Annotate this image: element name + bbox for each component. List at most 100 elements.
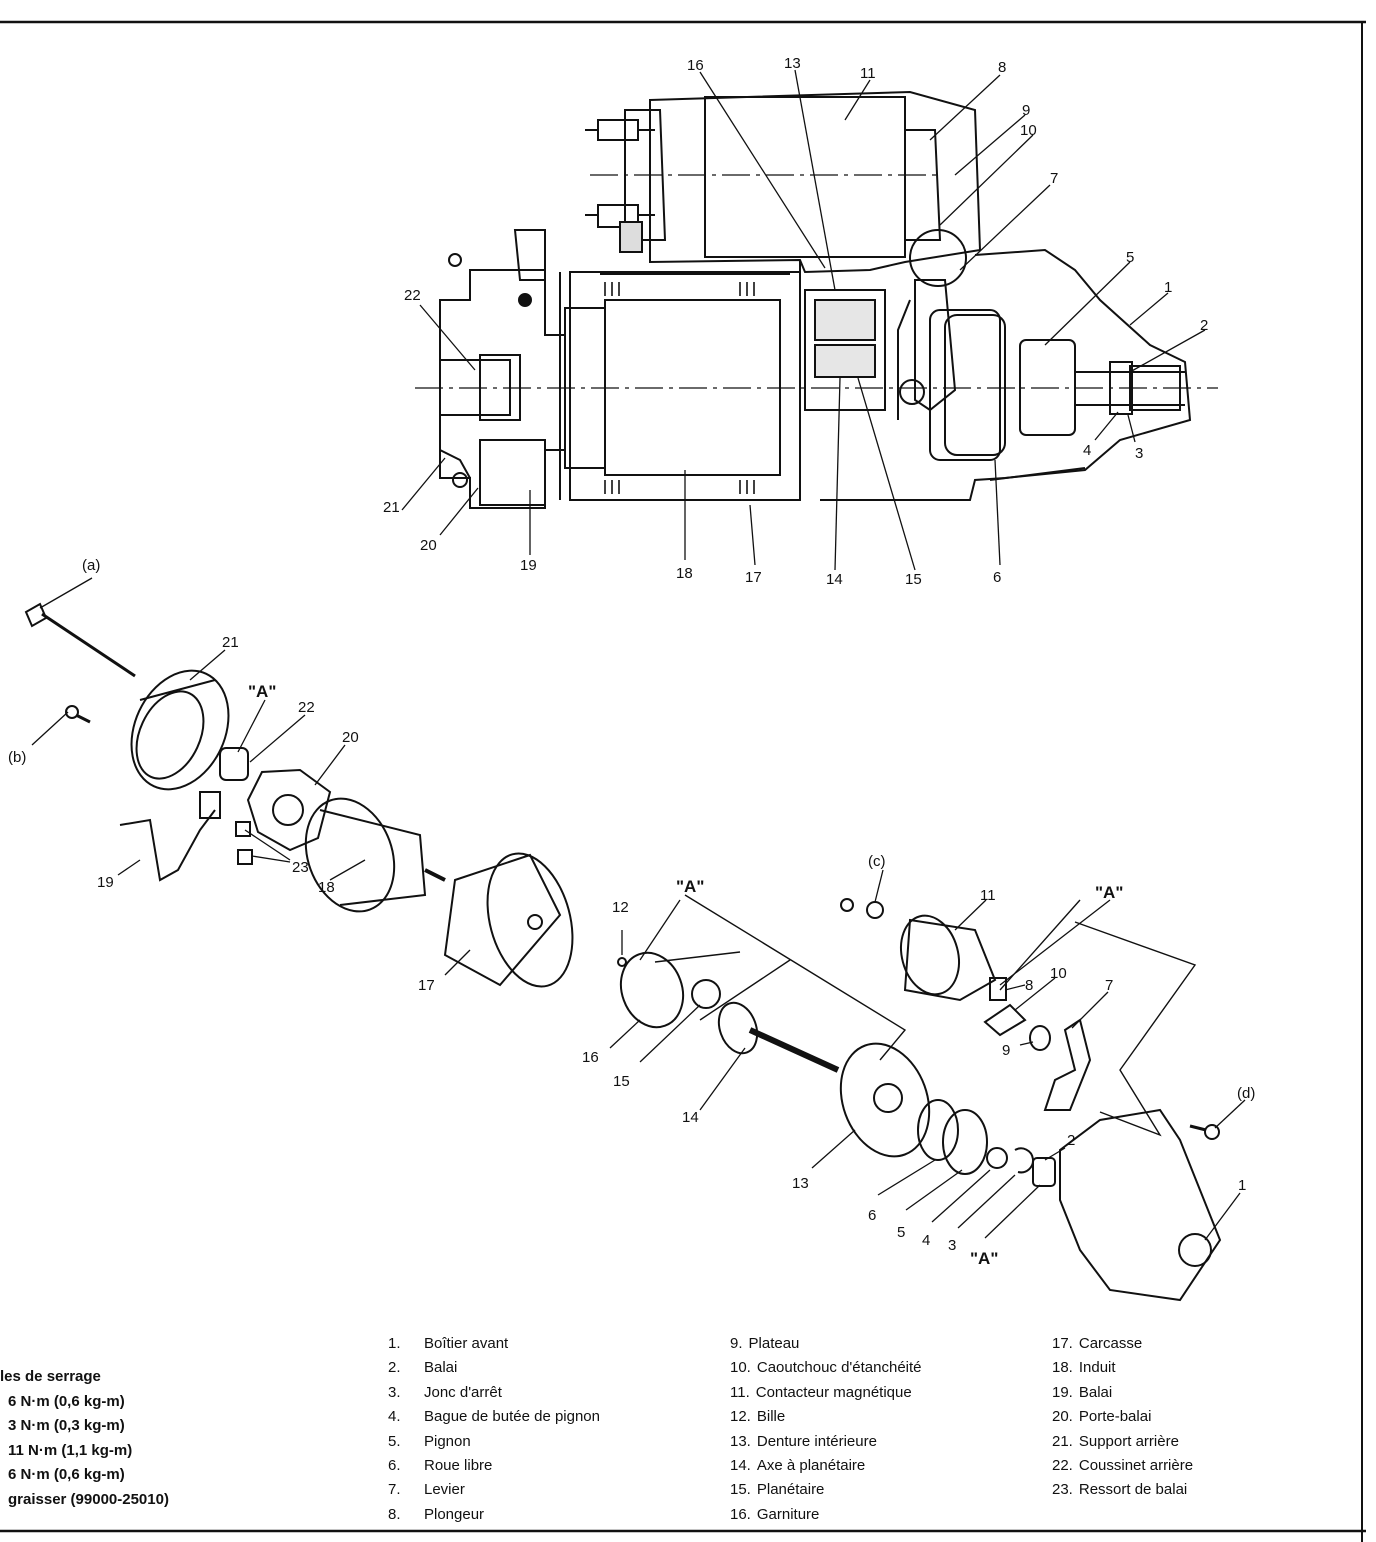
legend-item: 11.Contacteur magnétique (730, 1381, 922, 1405)
callout-section-2: 2 (1200, 317, 1208, 334)
legend-text: Balai (1078, 1383, 1113, 1401)
callout-section-1: 1 (1164, 279, 1172, 296)
legend-item: 7.Levier (388, 1478, 600, 1502)
callout-exploded-15: 15 (613, 1073, 630, 1090)
parts-legend-column-1: 1. Boîtier avant 2.Balai 3. Jonc d'arrêt 4.Ba… (388, 1332, 600, 1527)
legend-text: Bille (756, 1408, 786, 1426)
callout-exploded-18: 18 (318, 879, 335, 896)
legend-item: 12.Bille (730, 1405, 922, 1429)
legend-number: 10. (730, 1359, 751, 1377)
legend-item: 4.Bague de butée de pignon (388, 1405, 600, 1429)
legend-item: 22.Coussinet arrière (1052, 1454, 1193, 1478)
callout-exploded-21: 21 (222, 634, 239, 651)
callout-section-6: 6 (993, 569, 1001, 586)
exploded-view (24, 602, 1222, 1302)
torque-title: les de serrage (0, 1368, 101, 1385)
callout-section-11: 11 (860, 65, 876, 82)
legend-item: 20. Porte-balai (1052, 1405, 1193, 1429)
callout-exploded-2: 2 (1067, 1132, 1075, 1149)
legend-item: 8.Plongeur (388, 1503, 600, 1527)
legend-text: Denture intérieure (756, 1432, 877, 1450)
callout-exploded-14: 14 (682, 1109, 699, 1126)
legend-text: Axe à planétaire (756, 1457, 866, 1475)
label-A-4: "A" (970, 1249, 998, 1268)
callout-exploded-16: 16 (582, 1049, 599, 1066)
legend-item: 5. Pignon (388, 1430, 600, 1454)
legend-number: 11. (730, 1383, 750, 1401)
legend-number: 21. (1052, 1432, 1073, 1450)
legend-number: 14. (730, 1457, 751, 1475)
callout-exploded-13: 13 (792, 1175, 809, 1192)
callout-section-17: 17 (745, 569, 762, 586)
sectional-view (415, 90, 1218, 509)
parts-legend-column-2: 9. Plateau 10. Caoutchouc d'étanchéité 11.Co… (730, 1332, 922, 1527)
legend-text: Ressort de balai (1078, 1481, 1188, 1499)
legend-text: Porte-balai (1078, 1408, 1152, 1426)
legend-number: 3. (388, 1383, 401, 1401)
legend-number: 16. (730, 1505, 751, 1523)
legend-item: 13.Denture intérieure (730, 1430, 922, 1454)
legend-text: Jonc d'arrêt (424, 1383, 502, 1401)
legend-number: 4. (388, 1408, 401, 1426)
legend-number: 15. (730, 1481, 751, 1499)
legend-item: 6.Roue libre (388, 1454, 600, 1478)
callout-exploded-7: 7 (1105, 977, 1113, 994)
legend-text: Roue libre (424, 1457, 493, 1475)
label-a: (a) (82, 557, 100, 574)
legend-text: Carcasse (1078, 1335, 1143, 1352)
callout-section-10: 10 (1020, 122, 1037, 139)
callout-exploded-10: 10 (1050, 965, 1067, 982)
torque-row-1: 6 N·m (0,6 kg-m) (8, 1392, 125, 1410)
callout-section-13: 13 (784, 55, 801, 72)
callout-exploded-5: 5 (897, 1224, 905, 1241)
legend-item: 21.Support arrière (1052, 1430, 1193, 1454)
callout-exploded-20: 20 (342, 729, 359, 746)
legend-text: Induit (1078, 1359, 1116, 1377)
callout-exploded-23: 23 (292, 859, 309, 876)
callout-section-3: 3 (1135, 445, 1143, 462)
callout-exploded-17: 17 (418, 977, 435, 994)
label-A-2: "A" (676, 877, 704, 896)
legend-number: 9. (730, 1335, 743, 1352)
callout-exploded-6: 6 (868, 1207, 876, 1224)
exploded-leaders (31, 577, 1246, 1241)
callout-section-5: 5 (1126, 249, 1134, 266)
legend-item: 16. Garniture (730, 1503, 922, 1527)
callout-section-21: 21 (383, 499, 400, 516)
callout-section-16: 16 (687, 57, 704, 74)
callout-exploded-12: 12 (612, 899, 629, 916)
torque-row-4: 6 N·m (0,6 kg-m) (8, 1466, 125, 1483)
legend-item: 19.Balai (1052, 1381, 1193, 1405)
label-A-1: "A" (248, 682, 276, 701)
callout-section-22: 22 (404, 287, 421, 304)
callout-exploded-19: 19 (97, 874, 114, 891)
callout-section-15: 15 (905, 571, 922, 588)
exploded-callouts: (a) (b) 21 "A" 22 20 19 23 18 17 12 "A" … (8, 557, 1255, 1268)
legend-number: 20. (1052, 1408, 1073, 1426)
callout-exploded-1: 1 (1238, 1177, 1246, 1194)
legend-text: Pignon (424, 1432, 471, 1450)
torque-row-5: graisser (99000-25010) (8, 1490, 169, 1508)
legend-number: 1. (388, 1335, 401, 1352)
label-b: (b) (8, 749, 26, 766)
legend-text: Plongeur (424, 1505, 485, 1523)
legend-text: Planétaire (756, 1481, 825, 1499)
legend-item: 3. Jonc d'arrêt (388, 1381, 600, 1405)
legend-text: Boîtier avant (424, 1335, 509, 1352)
legend-item: 23. Ressort de balai (1052, 1478, 1193, 1502)
legend-text: Levier (424, 1481, 465, 1499)
legend-text: Caoutchouc d'étanchéité (756, 1359, 922, 1377)
legend-number: 23. (1052, 1481, 1073, 1499)
legend-number: 17. (1052, 1335, 1073, 1352)
legend-text: Garniture (756, 1505, 820, 1523)
torque-row-2: 3 N·m (0,3 kg-m) (8, 1417, 125, 1434)
callout-section-4: 4 (1083, 442, 1091, 459)
callout-section-9: 9 (1022, 102, 1030, 119)
legend-item: 2.Balai (388, 1356, 600, 1380)
callout-section-14: 14 (826, 571, 843, 588)
callout-section-8: 8 (998, 59, 1006, 76)
legend-text: Plateau (748, 1335, 800, 1352)
legend-number: 5. (388, 1432, 401, 1450)
label-A-3: "A" (1095, 883, 1123, 902)
